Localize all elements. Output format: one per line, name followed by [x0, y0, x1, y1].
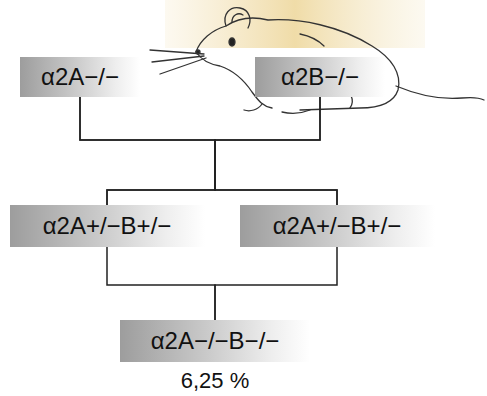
genotype-label: α2A−/−B−/− — [151, 327, 280, 355]
genotype-box: α2A−/−B−/− — [120, 320, 310, 362]
cross-line — [107, 247, 215, 320]
cross-line — [215, 97, 337, 205]
cross-line — [107, 97, 320, 205]
genotype-label: α2B−/− — [281, 63, 359, 91]
genotype-label: α2A−/− — [41, 63, 119, 91]
cross-line — [80, 97, 215, 205]
genotype-box: α2A−/− — [20, 57, 140, 97]
percentage-label: 6,25 % — [181, 368, 250, 394]
genotype-box: α2A+/−B+/− — [240, 205, 435, 247]
cross-line — [80, 97, 337, 205]
genotype-label: α2A+/−B+/− — [43, 212, 172, 240]
genotype-label: α2A+/−B+/− — [273, 212, 402, 240]
genotype-box: α2A+/−B+/− — [10, 205, 205, 247]
cross-line — [215, 247, 337, 320]
genotype-box: α2B−/− — [255, 57, 385, 97]
